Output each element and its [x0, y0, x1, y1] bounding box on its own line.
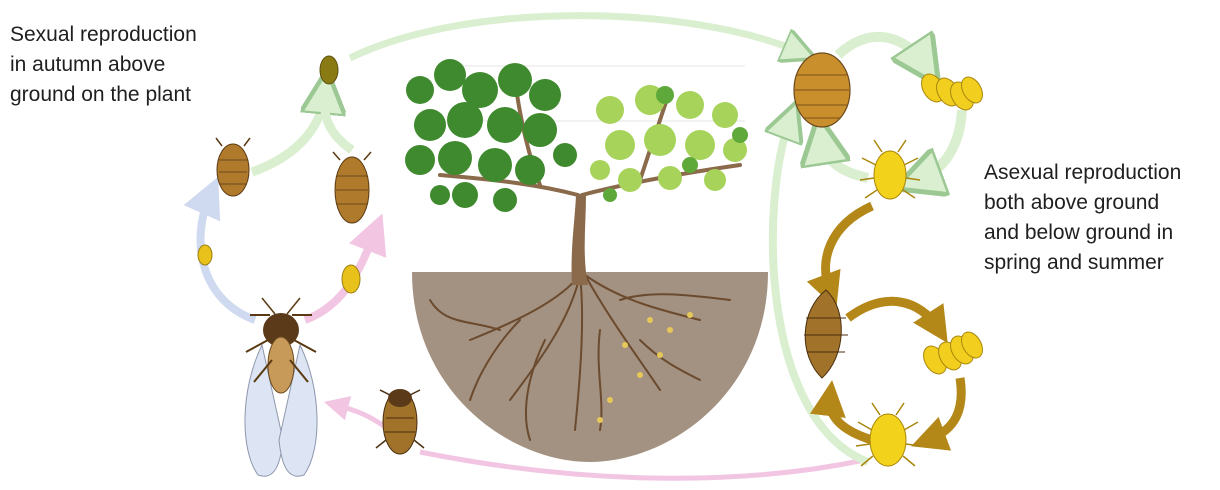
caption-line: both above ground: [984, 188, 1181, 218]
male-aphid: [216, 138, 250, 196]
arrow-gold-down: [826, 206, 872, 292]
arrow-pink-bottom: [420, 452, 865, 478]
arrow-eggs-to-crawler: [918, 110, 962, 180]
male-egg: [198, 245, 212, 265]
arrow-crawler-to-fundatrix: [822, 140, 868, 178]
sexual-stage-insects: [198, 56, 424, 476]
arrow-pink-up: [305, 232, 375, 320]
female-aphid: [333, 152, 371, 223]
winged-aphid: [245, 298, 317, 476]
trunk: [572, 195, 588, 285]
caption-line: in autumn above: [10, 50, 197, 80]
egg-cluster-bottom: [919, 328, 987, 378]
fundatrix-aphid: [794, 53, 850, 127]
female-egg: [342, 265, 360, 293]
caption-line: and below ground in: [984, 218, 1181, 248]
sexual-reproduction-caption: Sexual reproduction in autumn above grou…: [10, 20, 197, 110]
egg-cluster-top: [917, 70, 987, 114]
soil: [412, 272, 768, 462]
crawler-top: [860, 140, 920, 199]
arrow-gold-crawler-to-root: [830, 398, 872, 440]
caption-line: Sexual reproduction: [10, 20, 197, 50]
asexual-reproduction-caption: Asexual reproduction both above ground a…: [984, 158, 1181, 278]
caption-line: spring and summer: [984, 248, 1181, 278]
arrow-gold-eggs-to-crawler: [928, 378, 961, 440]
arrow-gold-root-to-eggs: [848, 301, 938, 328]
caption-line: ground on the plant: [10, 80, 197, 110]
grapevine: [405, 59, 768, 462]
nymph-aphid: [376, 389, 424, 454]
arrow-male-to-egg: [252, 92, 325, 172]
winter-egg: [320, 56, 338, 84]
arrow-egg-to-fundatrix: [350, 16, 800, 58]
caption-line: Asexual reproduction: [984, 158, 1181, 188]
root-aphid: [804, 290, 848, 378]
arrow-female-to-egg: [324, 92, 352, 150]
arrow-fundatrix-to-eggs: [838, 37, 925, 65]
